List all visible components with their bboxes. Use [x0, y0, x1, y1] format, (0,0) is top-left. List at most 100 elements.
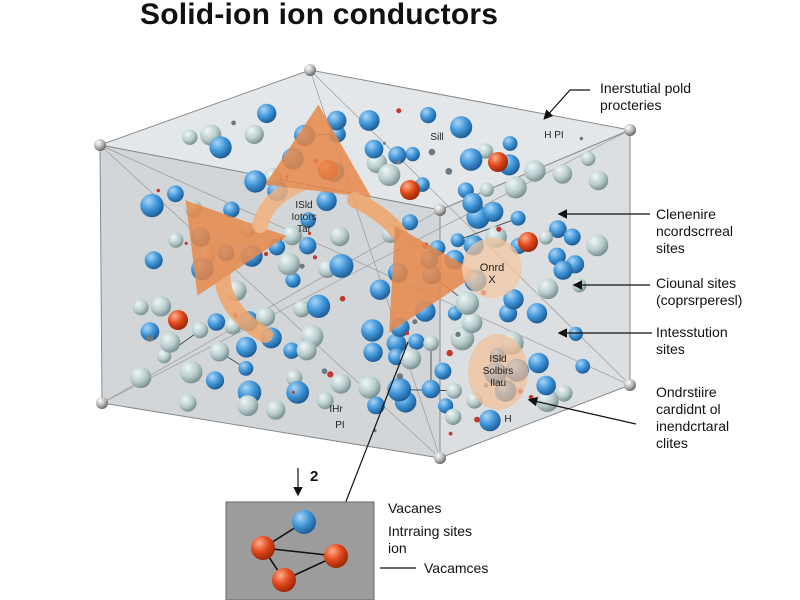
anion-sphere — [132, 299, 149, 316]
anion-sphere — [179, 394, 197, 412]
anion-sphere — [586, 234, 609, 257]
cation-sphere — [363, 342, 383, 362]
mobile-ion-sphere — [518, 232, 538, 252]
inner-label-line: Ilau — [489, 378, 507, 389]
diffusion-arrow-top — [252, 104, 372, 233]
callout-line: (coprsrperesl) — [656, 292, 743, 308]
interstitial-dot — [321, 368, 328, 375]
leader-c1 — [543, 89, 590, 120]
interstitial-dot — [146, 334, 154, 342]
anion-sphere — [524, 160, 546, 182]
cation-sphere — [420, 107, 437, 124]
diagram-title: Solid-ion ion conductors — [140, 0, 499, 31]
vertex-sphere — [434, 452, 446, 464]
cation-sphere — [190, 227, 211, 247]
cation-sphere — [553, 260, 573, 280]
inner-label-f: H — [504, 414, 512, 425]
cation-sphere — [387, 377, 412, 402]
cation-sphere — [483, 201, 504, 222]
cation-sphere — [283, 342, 300, 359]
interstitial-dot — [312, 255, 318, 260]
anion-sphere — [192, 322, 209, 339]
callout-ciounal-sites: Ciounal sites (coprsrperesl) — [656, 275, 742, 309]
cation-sphere — [405, 146, 420, 162]
anion-sphere — [209, 341, 230, 362]
anion-sphere — [555, 384, 573, 402]
cation-sphere — [223, 201, 240, 218]
cation-sphere — [479, 409, 501, 432]
inset-label-line: Intrraing sites — [388, 523, 473, 539]
cation-sphere — [568, 326, 583, 341]
anion-sphere — [538, 230, 553, 245]
inner-label-line: Onrd — [479, 262, 505, 274]
cation-sphere — [281, 147, 304, 170]
callout-line: ncordscrreal — [656, 223, 734, 239]
interstitial-dot — [299, 263, 305, 269]
mobile-ion-sphere — [400, 180, 420, 200]
inner-label-line: X — [488, 274, 496, 286]
cation-sphere — [361, 319, 384, 342]
cation-sphere — [450, 233, 465, 248]
interstitial-dot — [579, 136, 584, 141]
diffusion-arrow-right — [347, 192, 479, 333]
anion-sphere — [179, 360, 203, 384]
cube-vertices — [94, 64, 636, 464]
inner-label-line: Tar — [297, 224, 311, 235]
anion-sphere — [479, 182, 494, 197]
anion-sphere — [329, 226, 350, 247]
cation-sphere — [299, 237, 317, 255]
cation-sphere — [244, 170, 267, 193]
interstitial-dot — [448, 431, 453, 436]
callout-interstitial-pold: Inerstutial pold procteries — [600, 80, 691, 114]
anion-sphere — [552, 164, 573, 184]
anion-sphere — [423, 335, 439, 352]
anion-sphere — [537, 278, 559, 300]
cation-sphere — [450, 116, 473, 139]
cation-sphere — [236, 336, 257, 358]
anion-sphere — [296, 340, 317, 361]
callout-line: clites — [656, 435, 688, 451]
mobile-ion-sphere — [488, 152, 508, 172]
cation-sphere — [388, 146, 407, 165]
vacancy-inset — [225, 501, 416, 600]
glow-site-b — [468, 334, 528, 410]
callout-line: sites — [656, 240, 685, 256]
glow-site-a — [462, 238, 522, 298]
cation-sphere — [191, 258, 214, 281]
interstitial-dot — [446, 349, 453, 357]
interstitial-dot — [528, 394, 534, 400]
cation-sphere — [167, 185, 184, 203]
inner-label-e: H PI — [544, 130, 564, 141]
interstitial-dot — [231, 120, 237, 126]
cation-sphere — [294, 124, 316, 146]
cation-sphere — [207, 313, 226, 331]
cation-sphere — [268, 238, 286, 256]
cation-sphere — [257, 103, 277, 124]
inner-label-line: Solbirs — [482, 366, 514, 377]
callout-line: Inerstutial pold — [600, 80, 692, 96]
anion-sphere — [477, 143, 494, 159]
anion-sphere — [293, 300, 311, 318]
diffusion-arrow-left — [185, 200, 287, 343]
cation-sphere — [444, 249, 465, 270]
inset-label-line: ion — [388, 540, 407, 556]
cation-sphere — [286, 381, 310, 404]
step-number: 2 — [310, 468, 319, 485]
cation-sphere — [238, 361, 254, 376]
cation-sphere — [329, 253, 354, 278]
interstitial-dot — [156, 188, 161, 193]
anion-sphere — [130, 366, 152, 389]
anion-sphere — [358, 376, 381, 399]
cation-sphere — [510, 210, 526, 226]
inset-red-ion — [324, 544, 348, 568]
cation-sphere — [364, 139, 384, 159]
anion-sphere — [244, 124, 264, 144]
anion-sphere — [330, 373, 351, 394]
cation-sphere — [209, 136, 232, 159]
vertex-sphere — [434, 204, 446, 216]
cation-sphere — [140, 193, 164, 218]
interstitial-dot — [396, 373, 404, 380]
anion-sphere — [461, 312, 483, 334]
vertex-sphere — [624, 379, 636, 391]
